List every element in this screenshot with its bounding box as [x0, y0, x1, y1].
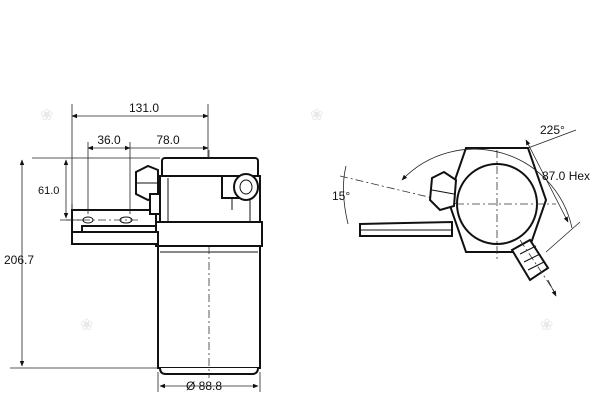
- dim-label-hex: 87.0 Hex: [542, 169, 590, 183]
- dim-label-131: 131.0: [129, 101, 159, 115]
- head-collar: [155, 221, 263, 247]
- top-view: 225° 15° 87.0 Hex: [332, 123, 590, 297]
- receiver-drier-body: [157, 150, 261, 378]
- watermark-logo: ❀: [540, 317, 553, 334]
- dim-label-78: 78.0: [156, 133, 180, 147]
- dim-hex-size: 87.0 Hex: [525, 129, 590, 253]
- top-inlet-line: [431, 189, 455, 195]
- top-bracket-arm: [359, 220, 453, 237]
- top-outlet-body: [510, 238, 550, 282]
- dim-label-225: 225°: [540, 123, 565, 137]
- inlet-stem: [149, 193, 161, 215]
- outlet-bore: [239, 179, 253, 195]
- outlet-centerline: [519, 239, 557, 295]
- top-inlet-hex: [428, 170, 458, 212]
- watermark-logo: ❀: [80, 317, 93, 334]
- dim-head-width: 36.0 78.0: [87, 133, 209, 214]
- angle-arc-15: [343, 165, 349, 225]
- inlet-fitting: [135, 164, 161, 215]
- watermark-layer: ❀ ❀ ❀ ❀: [40, 107, 553, 334]
- dim-bracket-angle: 15°: [332, 165, 350, 225]
- dim-body-diameter: Ø 88.8: [157, 372, 261, 393]
- dim-label-206: 206.7: [4, 253, 34, 267]
- outlet-port: [233, 173, 259, 201]
- dim-label-diameter: Ø 88.8: [186, 379, 222, 393]
- bracket-lower: [71, 231, 159, 245]
- dim-label-15: 15°: [332, 189, 350, 203]
- dim-label-36: 36.0: [97, 133, 121, 147]
- side-view: 131.0 36.0 78.0 61.0 206.7: [4, 101, 263, 393]
- watermark-logo: ❀: [310, 107, 323, 124]
- dim-label-61: 61.0: [38, 185, 59, 197]
- outlet-fitting: [221, 173, 259, 210]
- top-inlet-fitting: [428, 170, 458, 212]
- dim-bracket-height: 61.0: [32, 157, 160, 221]
- top-outlet-fitting: [510, 238, 557, 295]
- dim-total-height: 206.7: [4, 159, 158, 369]
- drier-head: [155, 157, 263, 247]
- watermark-logo: ❀: [40, 107, 53, 124]
- mounting-bracket: [66, 204, 159, 245]
